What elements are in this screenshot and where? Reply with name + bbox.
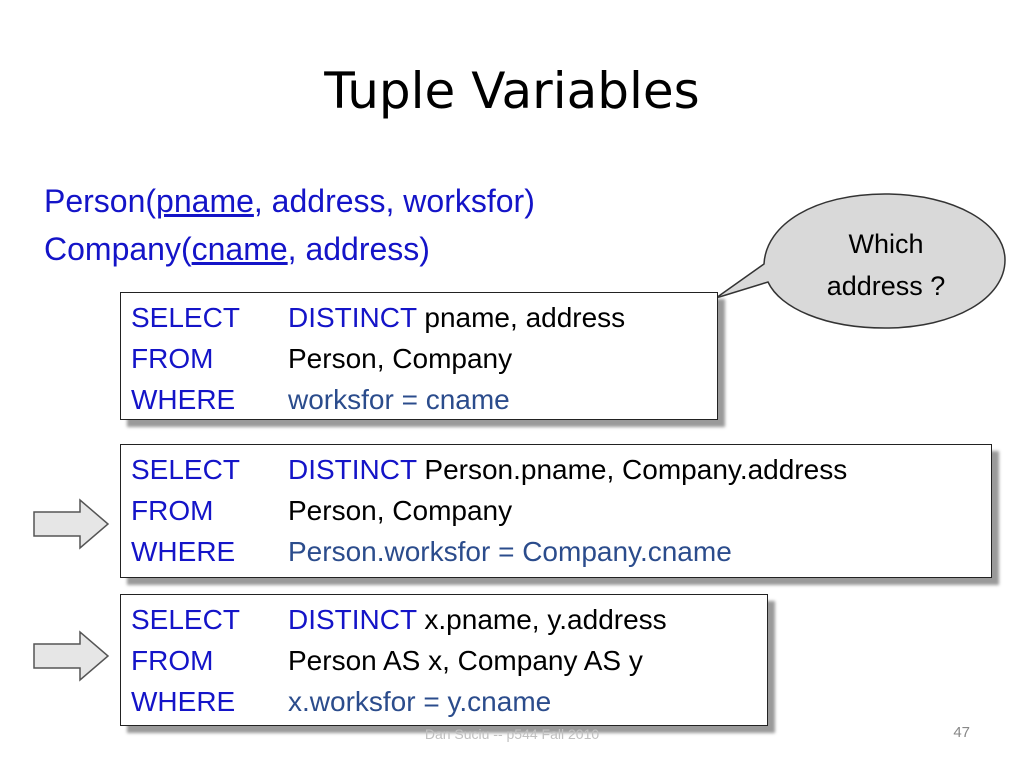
select-clause: SELECT DISTINCT x.pname, y.address xyxy=(131,599,757,640)
company-schema: Company(cname, address) xyxy=(44,229,430,269)
arrow-right-icon xyxy=(33,498,110,550)
query-box-1: SELECT DISTINCT pname, address FROM Person… xyxy=(120,292,718,420)
page-number: 47 xyxy=(953,724,970,741)
distinct-keyword: DISTINCT xyxy=(288,454,417,485)
company-other-attributes: , address) xyxy=(287,231,430,267)
callout-bubble-shape xyxy=(715,193,1006,329)
from-list: Person AS x, Company AS y xyxy=(288,645,643,676)
from-keyword: FROM xyxy=(131,645,214,676)
callout-line-1: Which xyxy=(848,229,924,259)
callout-line-2: address ? xyxy=(826,271,946,301)
select-list: x.pname, y.address xyxy=(424,604,667,635)
select-clause: SELECT DISTINCT pname, address xyxy=(131,297,707,338)
where-keyword: WHERE xyxy=(131,686,236,717)
person-relation-name: Person( xyxy=(44,183,157,219)
select-keyword: SELECT xyxy=(131,604,240,635)
callout-text: Which address ? xyxy=(770,223,1002,307)
slide-title: Tuple Variables xyxy=(324,62,700,120)
from-list: Person, Company xyxy=(288,495,513,526)
where-clause: WHERE Person.worksfor = Company.cname xyxy=(131,531,981,572)
person-other-attributes: , address, worksfor) xyxy=(253,183,535,219)
where-condition: Person.worksfor = Company.cname xyxy=(288,536,732,567)
company-key-attribute: cname xyxy=(191,231,288,267)
select-clause: SELECT DISTINCT Person.pname, Company.add… xyxy=(131,449,981,490)
from-keyword: FROM xyxy=(131,495,214,526)
slide-footer: Dan Suciu -- p544 Fall 2010 xyxy=(424,726,600,742)
from-clause: FROM Person, Company xyxy=(131,490,981,531)
select-keyword: SELECT xyxy=(131,454,240,485)
where-keyword: WHERE xyxy=(131,384,236,415)
from-list: Person, Company xyxy=(288,343,513,374)
where-clause: WHERE worksfor = cname xyxy=(131,379,707,420)
distinct-keyword: DISTINCT xyxy=(288,604,417,635)
from-clause: FROM Person AS x, Company AS y xyxy=(131,640,757,681)
from-keyword: FROM xyxy=(131,343,214,374)
distinct-keyword: DISTINCT xyxy=(288,302,417,333)
select-list: pname, address xyxy=(424,302,626,333)
query-box-2: SELECT DISTINCT Person.pname, Company.add… xyxy=(120,444,992,578)
where-keyword: WHERE xyxy=(131,536,236,567)
from-clause: FROM Person, Company xyxy=(131,338,707,379)
where-condition: worksfor = cname xyxy=(288,384,510,415)
person-key-attribute: pname xyxy=(156,183,254,219)
person-schema: Person(pname, address, worksfor) xyxy=(44,181,535,221)
where-clause: WHERE x.worksfor = y.cname xyxy=(131,681,757,722)
where-condition: x.worksfor = y.cname xyxy=(288,686,552,717)
company-relation-name: Company( xyxy=(44,231,192,267)
query-box-3: SELECT DISTINCT x.pname, y.address FROM Pe… xyxy=(120,594,768,726)
select-keyword: SELECT xyxy=(131,302,240,333)
select-list: Person.pname, Company.address xyxy=(424,454,848,485)
arrow-right-icon xyxy=(33,630,110,682)
